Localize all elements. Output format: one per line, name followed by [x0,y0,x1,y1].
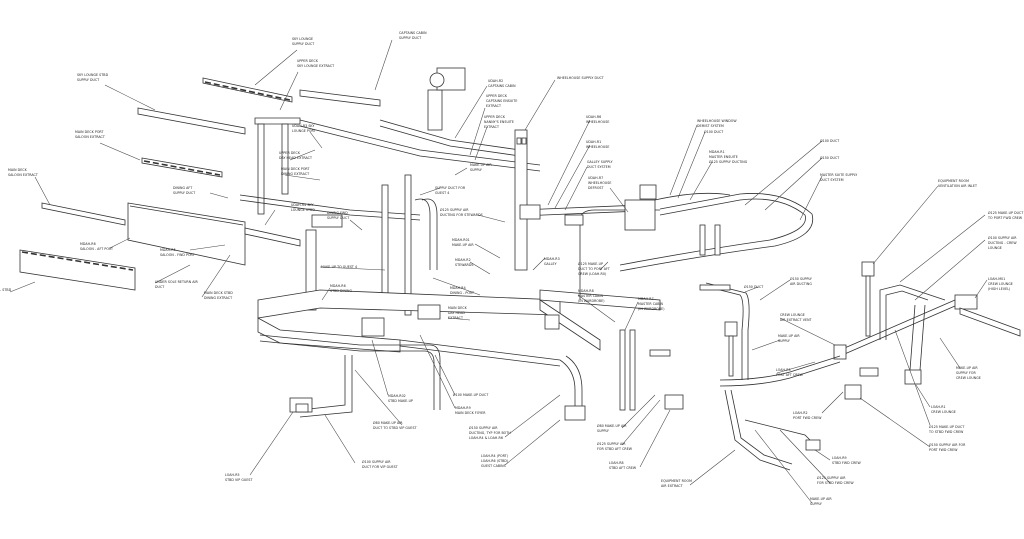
crew-lounge-ducts [719,261,1021,471]
label-partial-stbd: - STBD [0,288,12,292]
label-sky-lounge-stbd-supply-duct: SKY LOUNGE STBD SUPPLY DUCT [77,73,109,82]
label-mdah-r02-stbd-make-up: MDAH-R02 STBD MAKE-UP [388,394,414,403]
label-loah-r8-stbd-aft-crew: LOAH-R8 STBD AFT CREW [609,461,637,470]
label-master-suite-supply-duct-system: MASTER SUITE SUPPLY DUCT SYSTEM [820,173,858,182]
label-main-deck-saloon-extract: MAIN DECK SALOON EXTRACT [8,168,38,177]
label-upper-deck-day-head-extract: UPPER DECK DAY HEAD EXTRACT [279,151,313,160]
label-d150-supply-air-ducting-both: Ø150 SUPPLY AIR DUCTING, TYP FOR BOTH LO… [469,426,511,440]
label-d125-supply-air-stbd-aft-crew: Ø125 SUPPLY AIR FOR STBD AFT CREW [597,442,633,451]
label-d100-supply-air-ducting-crew-lounge: Ø100 SUPPLY AIR DUCTING - CREW LOUNGE [988,236,1017,250]
saloon-long-duct-shape [127,202,246,266]
label-main-deck-day-head-extract: MAIN DECK DAY HEAD EXTRACT [448,306,467,320]
label-upper-deck-captains-ensuite-extract: UPPER DECK CAPTAINS ENSUITE EXTRACT [486,94,518,108]
label-mdah-r5-saloon-fwd-port: MDAH-R5 SALOON - FWD PORT [160,248,195,257]
label-d80-make-up-air-supply: Ø80 MAKE-UP AIR SUPPLY [597,424,627,433]
label-d100-make-up-duct: Ø100 MAKE-UP DUCT [453,393,489,397]
main-deck-port-saloon-extract-shape [141,157,223,178]
master-suite-loop [619,193,814,380]
label-loah-r5-stbd-vip-guest: LOAH-R5 STBD VIP GUEST [225,473,253,482]
label-udah-r1-wheelhouse: UDAH-R1 WHEELHOUSE [586,140,610,149]
label-crew-lounge-air-extract-vent: CREW LOUNGE AIR EXTRACT VENT [780,313,812,322]
label-wheelhouse-window-demist-system: WHEELHOUSE WINDOW DEMIST SYSTEM [697,119,737,128]
label-d100-duct-2: Ø100 DUCT [820,139,840,143]
label-udah-r3-sky-lounge-port: UDAH-R3 SKY LOUNGE PORT [292,124,316,133]
label-make-up-to-guest-4: MAKE-UP TO GUEST 4 [321,265,358,269]
sky-lounge-stbd-duct-shape [137,107,246,135]
label-make-up-air-supply-1: MAKE-UP AIR SUPPLY [470,163,492,172]
label-make-up-air-crew-lounge: MAKE-UP AIR SUPPLY FOR CREW LOUNGE [956,366,981,380]
label-d125-supply-air-stbd-fwd-crew: Ø125 SUPPLY AIR FOR STBD FWD CREW [817,476,854,485]
label-mdah-r7-master-cabin: MDAH-R7 MASTER CABIN (IN WARDROBE) [638,297,665,311]
label-mdah-r2-stewards: MDAH-R2 STEWARDS [455,258,474,267]
label-supply-duct-for-guest-4: SUPPLY DUCT FOR GUEST 4 [435,186,466,195]
label-galley-supply-duct-system: GALLEY SUPPLY DUCT SYSTEM [587,160,613,169]
label-d150-duct-2: Ø150 DUCT [744,285,764,289]
main-deck-saloon-extract-shape [41,202,126,226]
label-upper-deck-nannys-ensuite-extract: UPPER DECK NANNY'S ENSUITE EXTRACT [484,115,515,129]
label-udah-r2-captains-cabin: UDAH-R2 CAPTAINS CABIN [488,79,516,88]
label-loah-r4-r6-guest-cabins: LOAH-R4 (PORT) LOAH-R6 (STBD) GUEST CABI… [481,454,509,468]
label-loah-r2-port-fwd-crew: LOAH-R2 PORT FWD CREW [793,411,822,420]
saloon-left-duct-shape [19,249,136,291]
main-deck-lower-frame [257,289,561,418]
sky-lounge-supply-duct-shape [202,77,293,103]
label-d100-duct-1: Ø100 DUCT [704,130,724,134]
label-mdah-r9-main-deck-foyer: MDAH-R9 MAIN DECK FOYER [455,406,486,415]
label-make-up-air-supply-3: MAKE-UP AIR SUPPLY [810,497,832,506]
label-d80-make-up-air-stbd-vip: Ø80 MAKE-UP AIR DUCT TO STBD VIP GUEST [373,421,417,430]
label-loah-m01-crew-lounge-high-level: LOAH-M01 CREW LOUNGE (HIGH LEVEL) [988,277,1013,291]
label-udah-r6-wheelhouse: UDAH-R6 WHEELHOUSE [586,115,610,124]
label-mdah-r01-make-up-air: MDAH-R01 MAKE-UP AIR [452,238,474,247]
central-right-frame [539,209,684,421]
label-dining-fwd-supply-duct: DINING FWD SUPPLY DUCT [327,211,350,220]
label-mdah-r8-master-cabin: MDAH-R8 MASTER CABIN (IN WARDROBE) [578,289,605,303]
label-mdah-r6-saloon-aft-port: MDAH-R6 SALOON - AFT PORT [80,242,114,251]
leader-lines [9,39,988,504]
label-sky-lounge-supply-duct: SKY LOUNGE SUPPLY DUCT [292,37,315,46]
label-captains-cabin-supply-duct: CAPTAINS CABIN SUPPLY DUCT [399,31,427,40]
label-loah-r3-port-aft-crew: LOAH-R3 PORT AFT CREW [776,368,803,377]
label-dining-aft-supply-duct: DINING AFT SUPPLY DUCT [173,186,196,195]
label-main-deck-port-saloon-extract: MAIN DECK PORT SALOON EXTRACT [75,130,105,139]
label-make-up-air-supply-2: MAKE-UP AIR SUPPLY [778,334,800,343]
wheelhouse-cluster [519,184,731,231]
label-d125-make-up-duct-stbd-fwd-crew: Ø125 MAKE-UP DUCT TO STBD FWD CREW [929,425,965,434]
label-d100-supply-air-vip-guest: Ø100 SUPPLY AIR DUCT FOR VIP GUEST [362,460,398,469]
label-under-sole-return-air-duct: UNDER SOLE RETURN AIR DUCT [155,280,198,289]
label-main-deck-stbd-dining-extract: MAIN DECK STBD DINING EXTRACT [204,291,233,300]
label-d150-supply-air-port-fwd-crew: Ø150 SUPPLY AIR FOR PORT FWD CREW [929,443,966,452]
label-mdah-r3-galley: MDAH-R3 GALLEY [544,257,560,266]
label-mdah-r6-stbd-dining: MDAH-R6 STBD DINING [330,284,353,293]
label-wheelhouse-supply-duct: WHEELHOUSE SUPPLY DUCT [557,76,604,80]
label-mdah-r1-master-ensuite: MDAH-R1 MASTER ENSUITE Ø125 SUPPLY DUCTI… [709,150,748,164]
dining-stbd-extract-shape [244,227,301,247]
label-mdah-r4-dining-port: MDAH-R4 DINING - PORT [450,286,475,295]
label-d125-make-up-duct-port-fwd-crew: Ø125 MAKE-UP DUCT TO PORT FWD CREW [988,211,1024,220]
label-main-deck-port-dining-extract: MAIN DECK PORT DINING EXTRACT [281,167,310,176]
label-d125-supply-air-ducting-stewards: Ø125 SUPPLY AIR DUCTING FOR STEWARDS [440,208,483,217]
central-frame [239,67,541,316]
label-d125-make-up-duct-port-aft-crew: Ø125 MAKE-UP DUCT TO PORT AFT CREW (LOAH… [578,262,610,276]
label-d150-duct-1: Ø150 DUCT [820,156,840,160]
label-loah-r9-stbd-fwd-crew: LOAH-R9 STBD FWD CREW [832,456,861,465]
label-equipment-room-ventilation-air-inlet: EQUIPMENT ROOM VENTILATION AIR INLET [938,179,978,188]
label-upper-deck-sky-lounge-extract: UPPER DECK SKY LOUNGE EXTRACT [297,59,335,68]
label-loah-r1-crew-lounge: LOAH-R1 CREW LOUNGE [931,405,956,414]
label-udah-r7-wheelhouse-defrost: UDAH-R7 WHEELHOUSE DEFROST [588,176,612,190]
label-udah-r4-sky-lounge-stbd: UDAH-R4 SKY LOUNGE STBD [291,203,315,212]
label-d150-supply-air-ducting: Ø150 SUPPLY AIR DUCTING [790,277,812,286]
label-equipment-room-air-extract: EQUIPMENT ROOM AIR EXTRACT [661,479,692,488]
